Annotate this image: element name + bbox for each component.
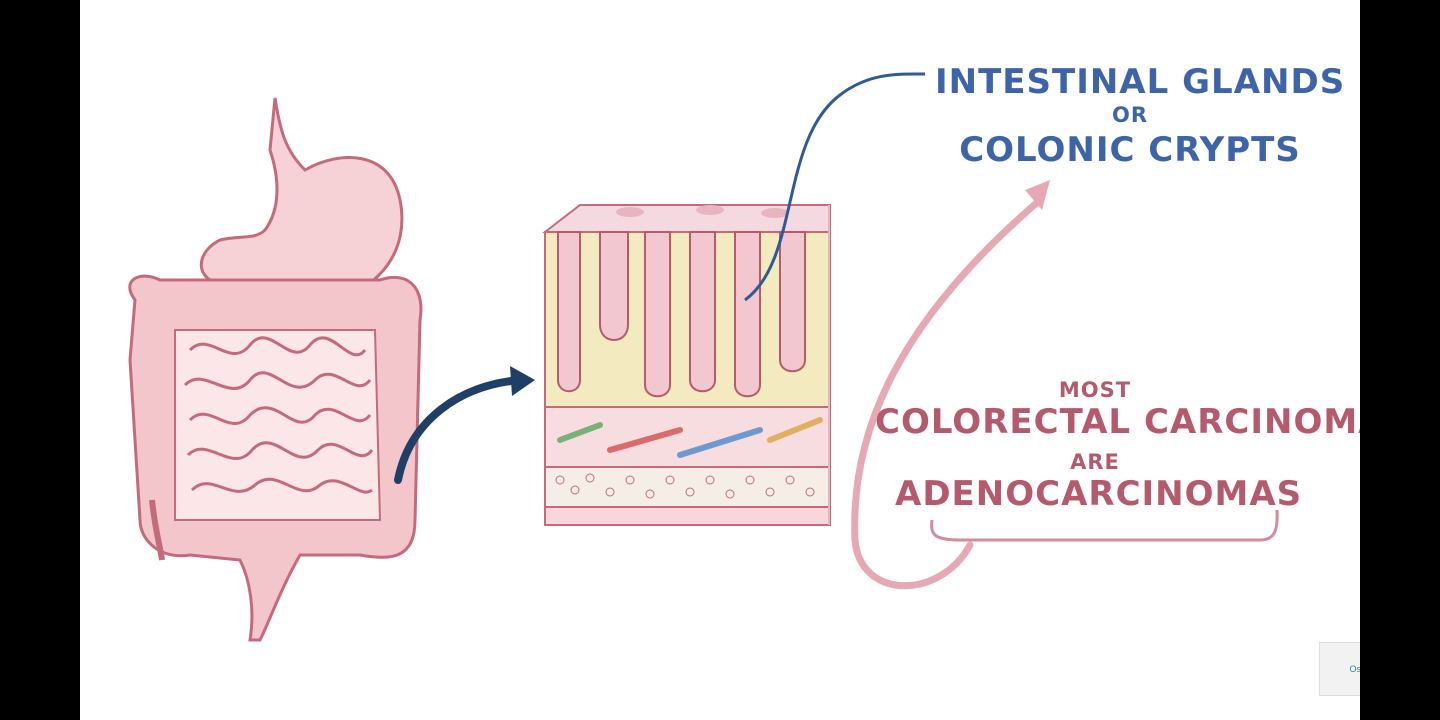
annotation-or: OR [1111, 103, 1149, 127]
pink-loop-arrow-icon [851, 180, 1050, 590]
digestive-system-icon [128, 97, 423, 642]
annotation-colorectal-carcinomas: COLORECTAL CARCINOMAS [875, 402, 1360, 442]
annotation-are: ARE [1070, 450, 1120, 474]
annotation-adenocarcinomas: ADENOCARCINOMAS [895, 474, 1303, 514]
letterbox-right [1360, 0, 1440, 720]
letterbox-left [0, 0, 80, 720]
annotation-most: MOST [1058, 378, 1132, 402]
colon-wall-block-icon [542, 204, 831, 526]
annotation-intestinal-glands: INTESTINAL GLANDS [935, 62, 1346, 102]
illustration [128, 72, 1279, 642]
watermark-text: Osmosis [1349, 664, 1360, 674]
gland-pointer-line [744, 72, 926, 302]
arrow-to-tissue-icon [394, 366, 535, 484]
text-bracket [930, 509, 1279, 542]
annotation-colonic-crypts: COLONIC CRYPTS [959, 130, 1301, 170]
osmosis-watermark: Osmosis [1319, 642, 1360, 696]
video-frame: INTESTINAL GLANDS OR COLONIC CRYPTS MOST… [80, 0, 1360, 720]
